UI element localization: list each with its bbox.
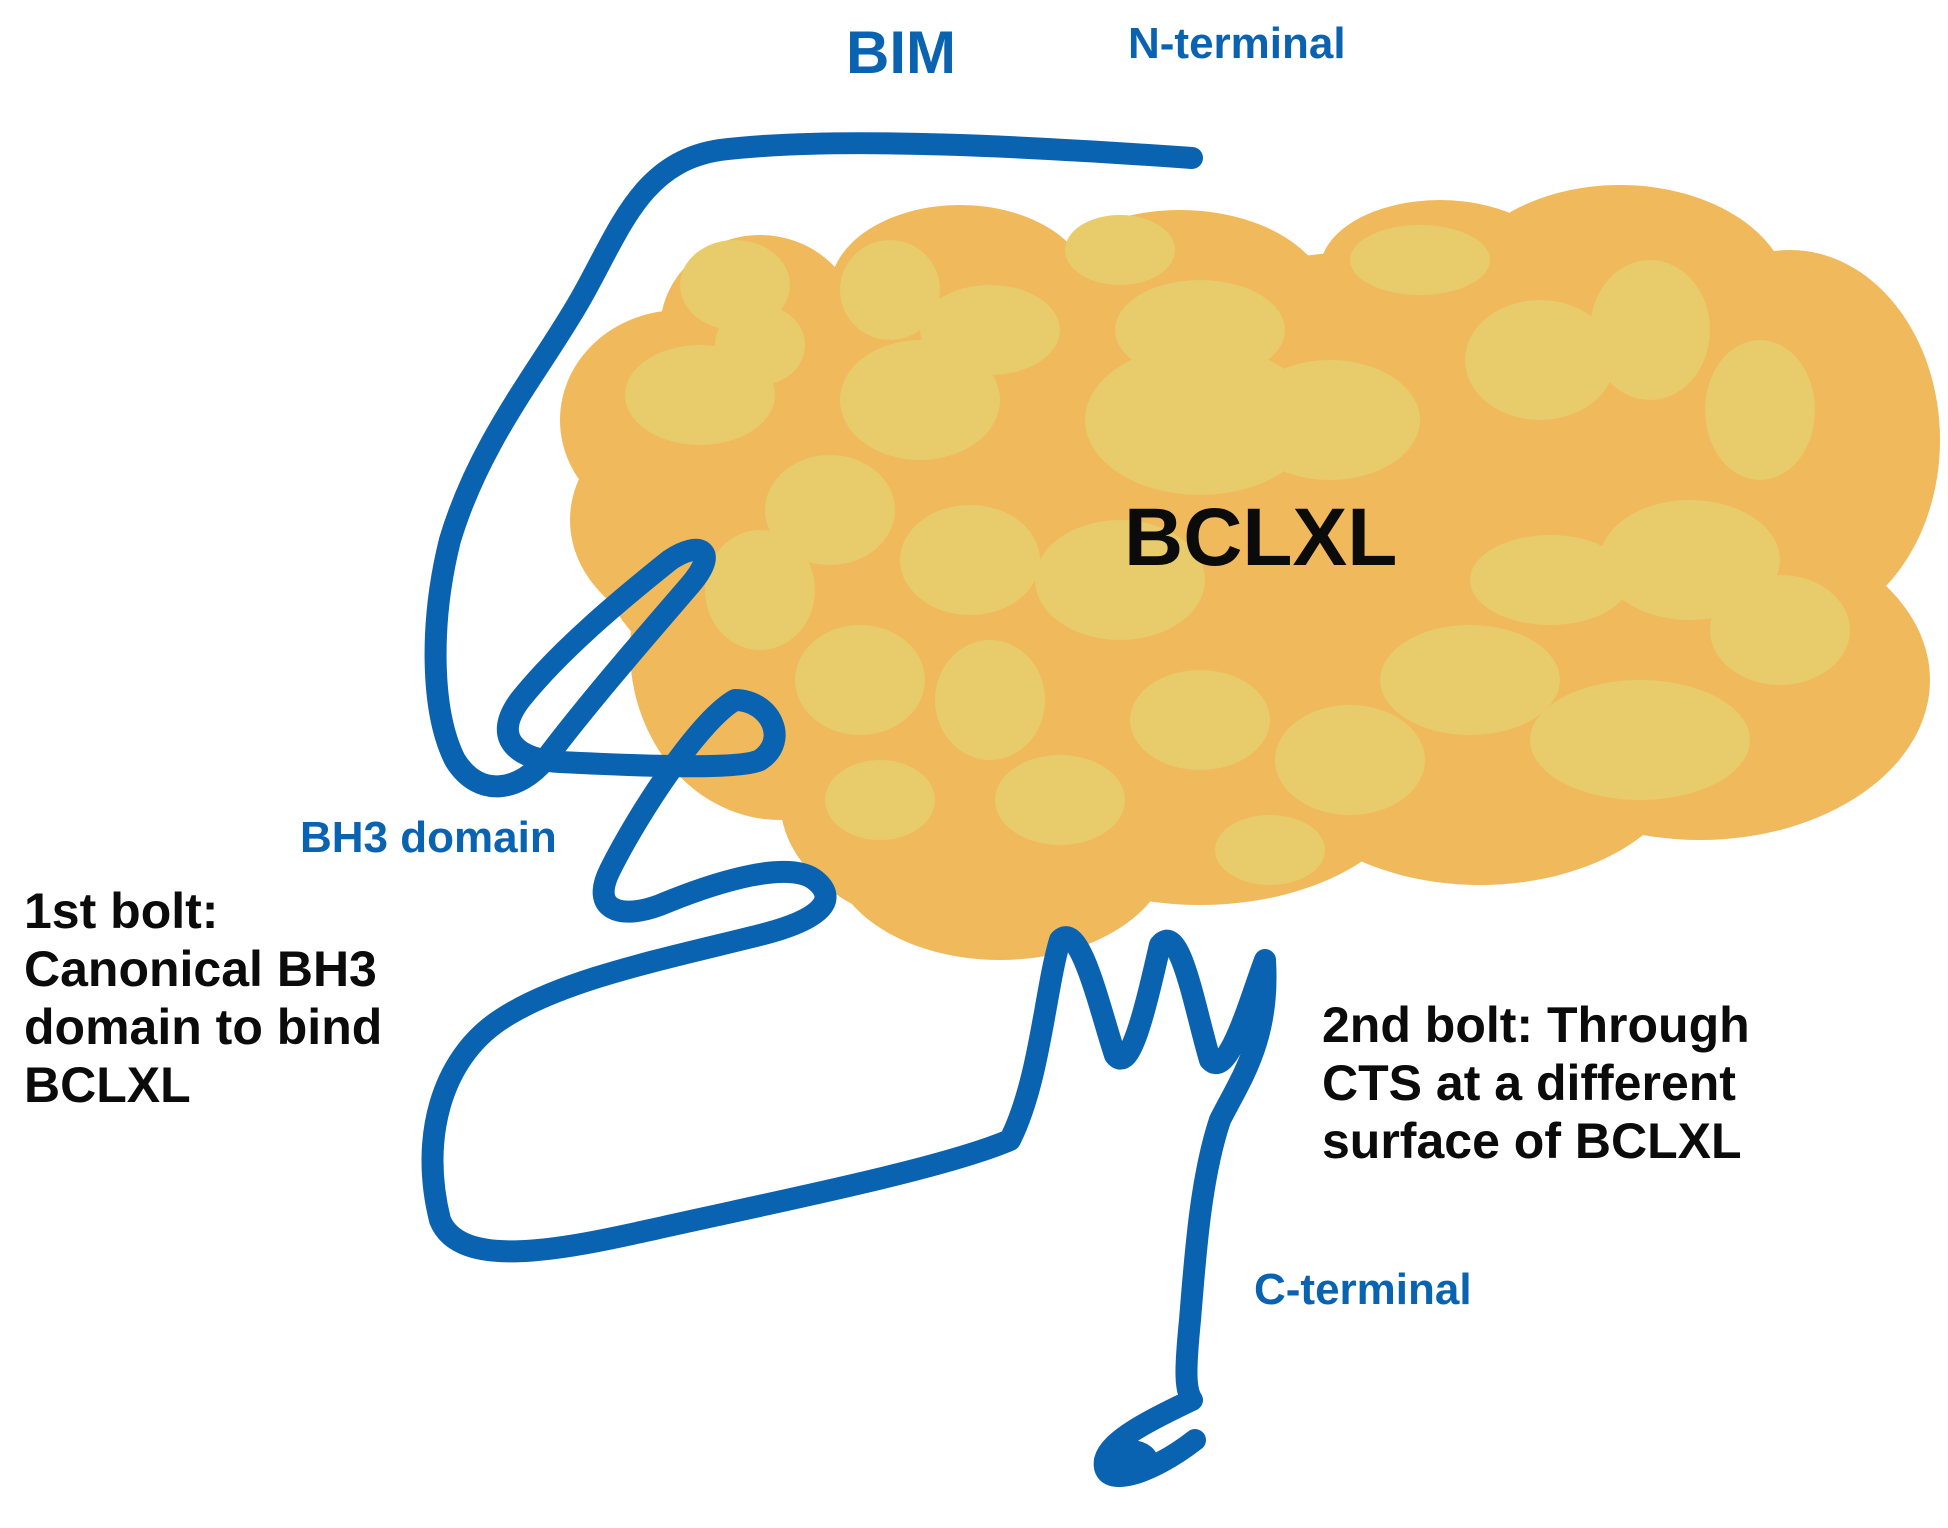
bclxl-label: BCLXL xyxy=(1124,492,1398,583)
first-bolt-line: domain to bind xyxy=(24,999,383,1055)
first-bolt-line: BCLXL xyxy=(24,1057,191,1113)
bh3-domain-label: BH3 domain xyxy=(300,813,557,862)
first-bolt-line: Canonical BH3 xyxy=(24,941,377,997)
first-bolt-line: 1st bolt: xyxy=(24,883,219,939)
second-bolt-line: 2nd bolt: Through xyxy=(1322,997,1750,1053)
c-terminal-label: C-terminal xyxy=(1254,1265,1472,1314)
second-bolt-text: 2nd bolt: Through CTS at a different sur… xyxy=(1322,996,1750,1170)
bim-c-terminal-end xyxy=(1102,1440,1158,1480)
bim-label: BIM xyxy=(846,19,956,86)
bclxl-inner-lobes xyxy=(625,215,1850,885)
n-terminal-label: N-terminal xyxy=(1128,19,1346,68)
second-bolt-line: surface of BCLXL xyxy=(1322,1113,1742,1169)
second-bolt-line: CTS at a different xyxy=(1322,1055,1736,1111)
bim-chain xyxy=(421,132,1277,1487)
first-bolt-text: 1st bolt: Canonical BH3 domain to bind B… xyxy=(24,882,382,1114)
